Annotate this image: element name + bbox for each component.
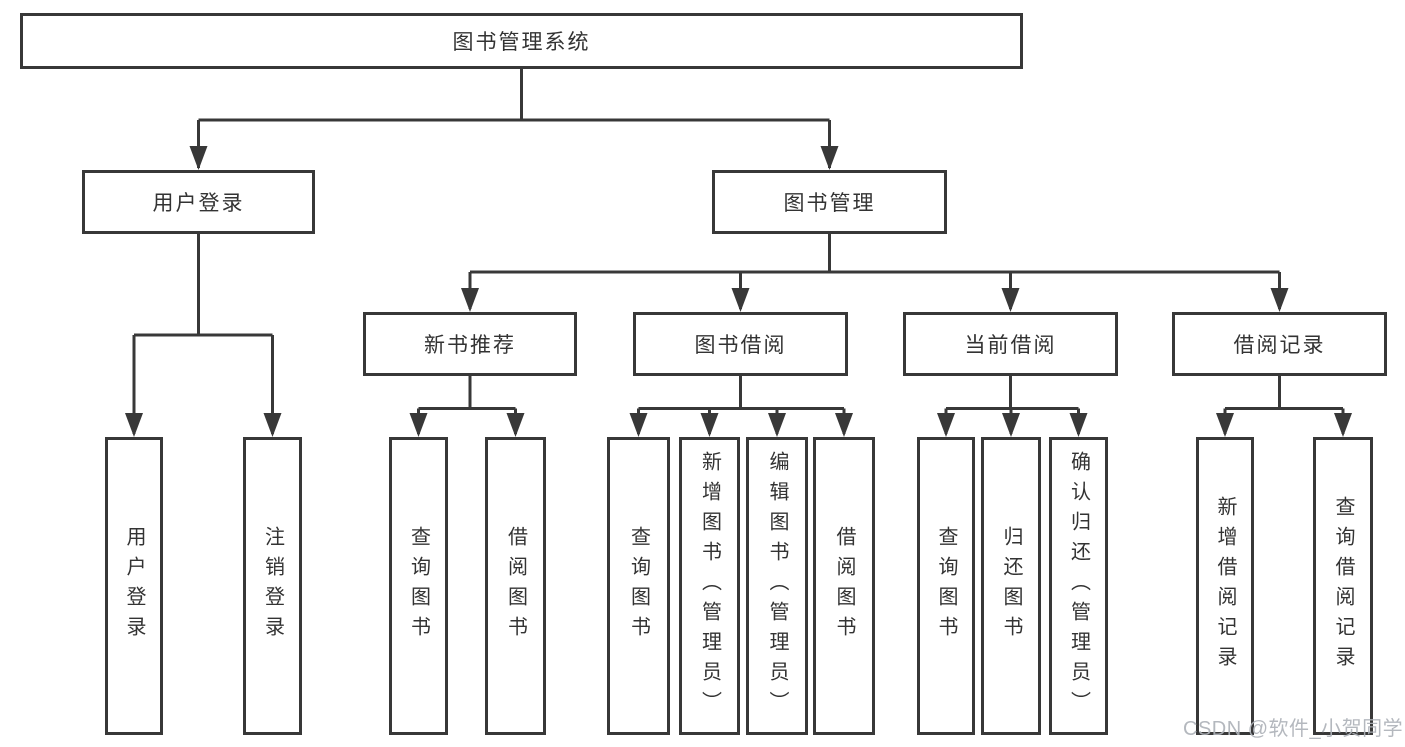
leaf-query-borrow-record: 查询借阅记录 (1313, 437, 1373, 735)
leaf-edit-book-admin: 编辑图书（管理员） (746, 437, 808, 735)
leaf-confirm-return-admin: 确认归还（管理员） (1049, 437, 1108, 735)
node-label: 图书借阅 (694, 334, 787, 357)
node-label: 图书管理系统 (452, 31, 591, 54)
arrowhead (1069, 413, 1088, 437)
node-label: 用户登录 (123, 526, 145, 646)
leaf-return-book: 归还图书 (981, 437, 1041, 735)
node-label: 编辑图书（管理员） (766, 451, 788, 721)
leaf-query-books-borrowing: 查询图书 (607, 437, 670, 735)
node-current-borrowing: 当前借阅 (903, 312, 1118, 376)
node-label: 当前借阅 (964, 334, 1057, 357)
arrowhead (189, 146, 208, 170)
leaf-add-book-admin: 新增图书（管理员） (679, 437, 740, 735)
node-label: 归还图书 (1000, 526, 1022, 646)
arrowhead (461, 288, 479, 312)
arrowhead (125, 413, 143, 437)
arrowhead (937, 413, 955, 437)
node-label: 查询图书 (627, 526, 650, 646)
node-label: 确认归还（管理员） (1067, 451, 1090, 721)
node-label: 查询图书 (935, 526, 957, 646)
leaf-user-login: 用户登录 (105, 437, 163, 735)
leaf-borrow-books-borrowing: 借阅图书 (813, 437, 875, 735)
arrowhead (820, 146, 839, 170)
node-label: 新增借阅记录 (1214, 496, 1236, 676)
arrowhead (506, 413, 525, 437)
node-label: 用户登录 (152, 192, 245, 215)
leaf-borrow-books-recommend: 借阅图书 (485, 437, 546, 735)
node-new-book-recommendation: 新书推荐 (363, 312, 577, 376)
arrowhead (629, 413, 648, 437)
node-label: 图书管理 (783, 192, 876, 215)
arrowhead (263, 413, 282, 437)
arrowhead (409, 413, 428, 437)
node-label: 新书推荐 (424, 334, 516, 357)
node-book-management: 图书管理 (712, 170, 947, 234)
leaf-query-books-recommend: 查询图书 (389, 437, 448, 735)
arrowhead (1270, 288, 1289, 312)
node-label: 借阅图书 (504, 526, 527, 646)
arrowhead (1002, 413, 1020, 437)
arrowhead (731, 288, 750, 312)
arrowhead (1216, 413, 1234, 437)
arrowhead (835, 413, 853, 437)
arrowhead (768, 413, 786, 437)
node-label: 新增图书（管理员） (698, 451, 721, 721)
leaf-logout: 注销登录 (243, 437, 302, 735)
node-user-login: 用户登录 (82, 170, 315, 234)
arrowhead (700, 413, 719, 437)
node-label: 查询图书 (407, 526, 430, 646)
watermark: CSDN @软件_小贺同学 (1183, 718, 1404, 740)
leaf-add-borrow-record: 新增借阅记录 (1196, 437, 1254, 735)
leaf-query-books-current: 查询图书 (917, 437, 975, 735)
node-label: 借阅记录 (1233, 334, 1326, 357)
node-label: 借阅图书 (833, 526, 855, 646)
node-label: 注销登录 (261, 526, 284, 646)
arrowhead (1334, 413, 1352, 437)
node-book-borrowing: 图书借阅 (633, 312, 848, 376)
arrowhead (1001, 288, 1020, 312)
node-label: 查询借阅记录 (1332, 496, 1354, 676)
node-borrowing-records: 借阅记录 (1172, 312, 1387, 376)
node-library-management-system: 图书管理系统 (20, 13, 1023, 69)
